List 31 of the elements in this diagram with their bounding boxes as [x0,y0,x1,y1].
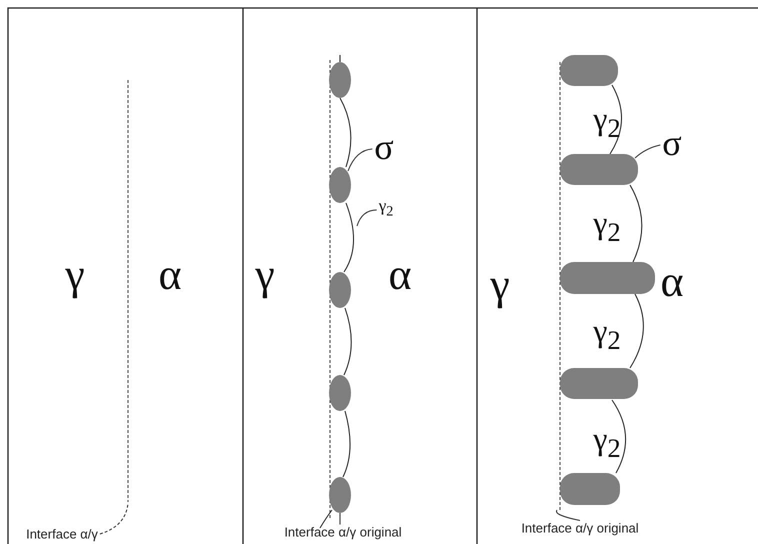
sigma-particle [560,473,620,505]
sigma-particle [560,55,618,86]
phase-label: α [158,253,182,297]
sigma-particle [329,477,351,513]
sigma-particle [329,272,351,308]
sigma-particle [560,368,638,399]
phase-label: γ [255,253,275,297]
leader-line [356,210,378,226]
sigma-particle [329,167,351,203]
phase-label: γ [490,263,510,307]
phase-label: σ [662,125,682,161]
sigma-particle [560,262,655,294]
interface-label: Interface α/γ original [284,526,402,538]
leader-line [556,510,580,521]
sigma-particle [329,62,351,98]
leader-line [348,148,373,172]
phase-label: α [660,260,684,304]
phase-label: γ$_{2}$ [593,206,621,246]
phase-label: σ [374,129,394,165]
phase-label: γ$_{2}$ [593,314,621,354]
interface-label: Interface α/γ original [521,522,639,534]
interface-label: Interface α/γ [26,528,98,540]
sigma-particle [329,375,351,411]
leader-line [634,144,661,158]
phase-label: γ$_{2}$ [593,422,621,462]
phase-label: γ [65,253,85,297]
phase-label: α [388,253,412,297]
leader-line [99,502,128,534]
sigma-particle [560,154,638,185]
phase-label: γ$_{2}$ [378,197,394,219]
phase-label: γ$_{2}$ [593,102,621,142]
